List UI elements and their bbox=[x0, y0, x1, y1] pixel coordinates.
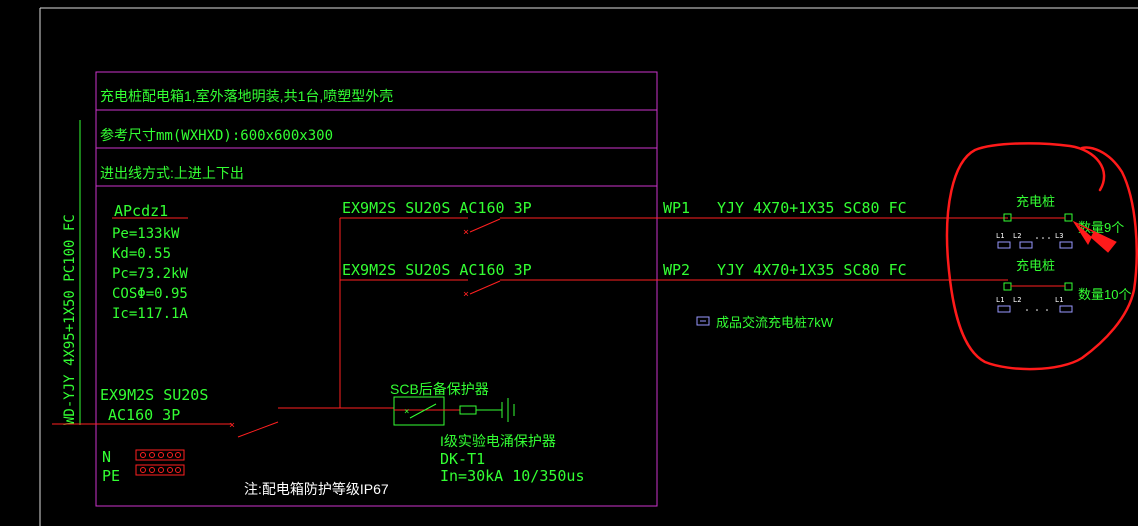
charger-1-phase-1: L1 bbox=[996, 232, 1004, 240]
highlight-arrow bbox=[1072, 220, 1117, 253]
charger-legend-icon bbox=[696, 316, 710, 326]
title-row-3: 进出线方式:上进上下出 bbox=[100, 165, 244, 181]
branch-1-wire bbox=[469, 217, 1008, 233]
title-row-2: 参考尺寸mm(WXHXD):600x600x300 bbox=[100, 127, 333, 144]
branch-2-wire bbox=[469, 279, 1008, 295]
terminal-pe-label: PE bbox=[102, 467, 120, 485]
branch-2-breaker-cross: × bbox=[463, 289, 469, 300]
charger-2-units bbox=[997, 305, 1073, 313]
branch-1-cable: YJY 4X70+1X35 SC80 FC bbox=[717, 199, 907, 217]
main-breaker-model: EX9M2S SU20S bbox=[100, 386, 208, 404]
protection-note: 注:配电箱防护等级IP67 bbox=[244, 481, 389, 497]
branch-2-circuit-id: WP2 bbox=[663, 261, 690, 279]
title-row-1: 充电桩配电箱1,室外落地明装,共1台,喷塑型外壳 bbox=[100, 88, 393, 104]
charger-2-phase-2: L2 bbox=[1013, 296, 1021, 304]
branch-2-cable: YJY 4X70+1X35 SC80 FC bbox=[717, 261, 907, 279]
incoming-cable-label: WD-YJY 4X95+1X50 PC100 FC bbox=[62, 214, 78, 425]
charger-legend-label: 成品交流充电桩7kW bbox=[716, 315, 834, 330]
charger-1-units bbox=[997, 237, 1073, 249]
branch-1-breaker-cross: × bbox=[463, 227, 469, 238]
charger-1-phase-2: L2 bbox=[1013, 232, 1021, 240]
charger-2-label: 充电桩 bbox=[1016, 258, 1055, 273]
main-breaker-cross: × bbox=[229, 420, 235, 431]
highlight-circle bbox=[945, 142, 1138, 371]
charger-2-symbol bbox=[1003, 282, 1073, 291]
distribution-box bbox=[95, 71, 658, 507]
main-wire bbox=[52, 217, 468, 438]
main-breaker-rating: AC160 3P bbox=[108, 406, 180, 424]
charger-1-symbol bbox=[1003, 213, 1073, 222]
branch-1-circuit-id: WP1 bbox=[663, 199, 690, 217]
charger-1-label: 充电桩 bbox=[1016, 194, 1055, 209]
charger-2-qty: 数量10个 bbox=[1078, 287, 1131, 302]
branch-2-breaker-label: EX9M2S SU20S AC160 3P bbox=[342, 261, 532, 279]
spd-label-3: In=30kA 10/350us bbox=[440, 467, 585, 485]
scb-label: SCB后备保护器 bbox=[390, 381, 489, 397]
panel-param-ic: Ic=117.1A bbox=[112, 306, 188, 322]
terminal-bars bbox=[135, 449, 185, 476]
panel-param-cos: COSΦ=0.95 bbox=[112, 286, 188, 302]
terminal-n-label: N bbox=[102, 448, 111, 466]
charger-2-phase-3: L1 bbox=[1055, 296, 1063, 304]
charger-2-phase-1: L1 bbox=[996, 296, 1004, 304]
scb-cross: × bbox=[404, 407, 409, 417]
charger-1-qty: 数量9个 bbox=[1078, 220, 1124, 235]
panel-name: APcdz1 bbox=[114, 202, 168, 220]
panel-param-pc: Pc=73.2kW bbox=[112, 266, 188, 282]
branch-1-breaker-label: EX9M2S SU20S AC160 3P bbox=[342, 199, 532, 217]
panel-param-pe: Pe=133kW bbox=[112, 226, 180, 242]
charger-1-phase-3: L3 bbox=[1055, 232, 1063, 240]
spd-label-2: DK-T1 bbox=[440, 450, 485, 468]
panel-param-kd: Kd=0.55 bbox=[112, 246, 171, 262]
scb-protector bbox=[393, 396, 515, 426]
spd-label-1: I级实验电涌保护器 bbox=[440, 433, 556, 449]
